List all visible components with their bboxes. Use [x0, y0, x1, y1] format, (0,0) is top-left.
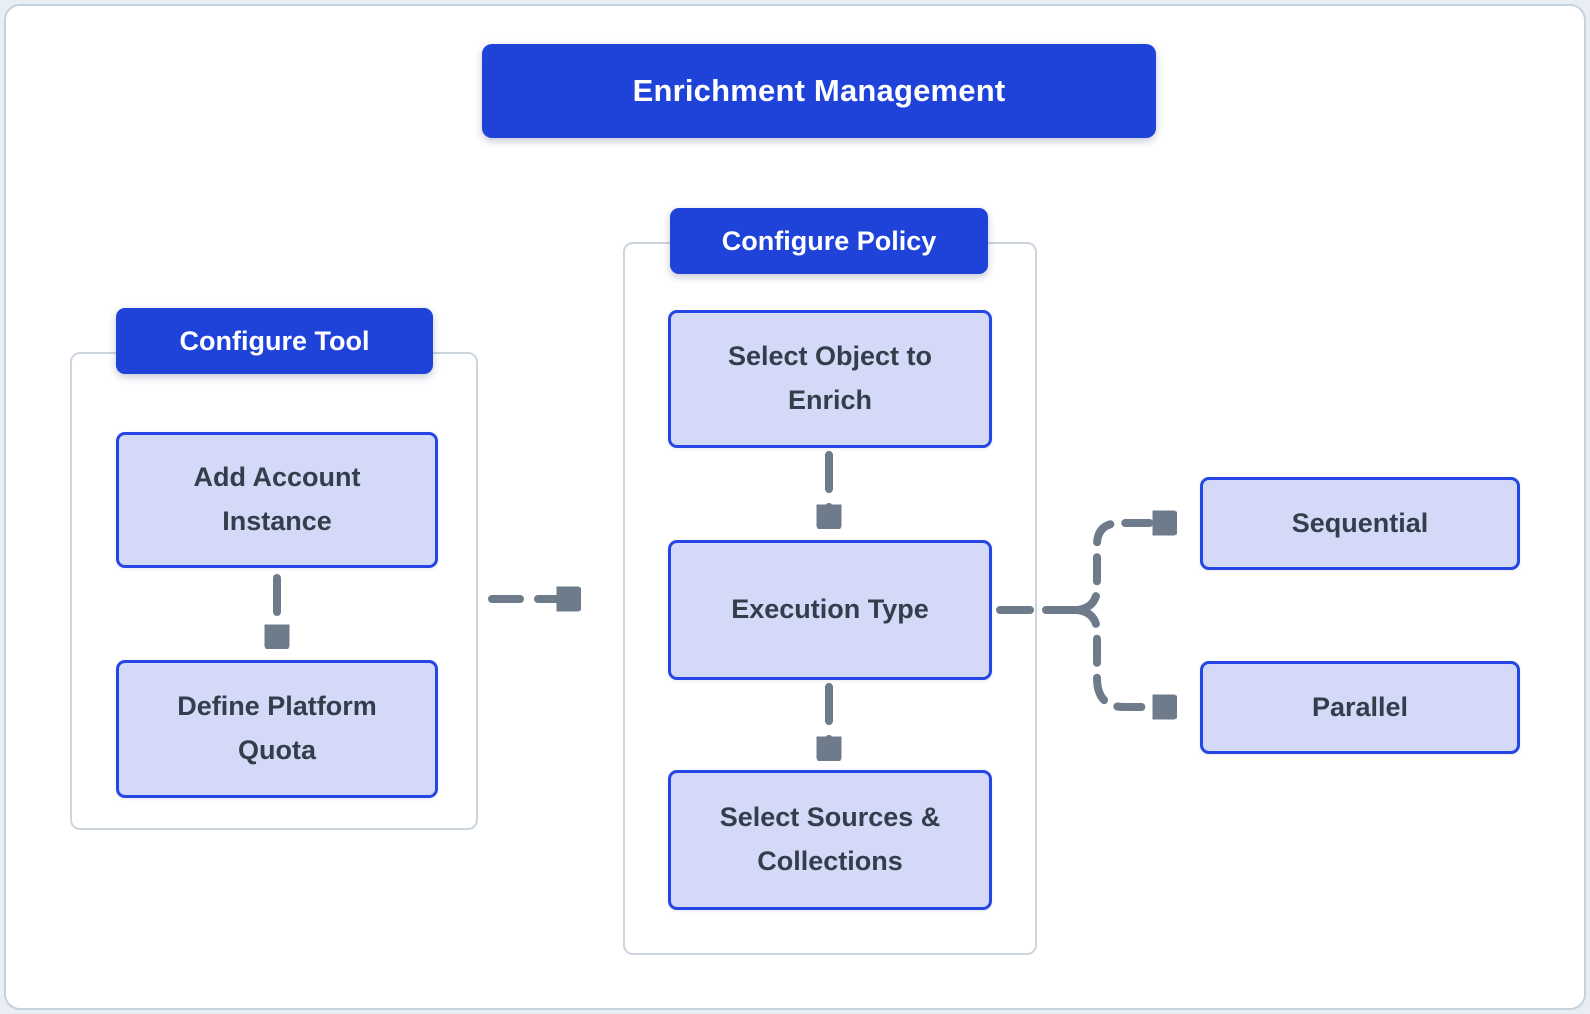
group-header-configure-policy: Configure Policy — [670, 208, 988, 274]
node-label: Parallel — [1311, 691, 1409, 722]
node-label: Sequential — [1291, 507, 1429, 538]
diagram-title: Enrichment Management — [632, 73, 1006, 108]
node-label: Define Platform Quota — [177, 691, 377, 765]
node-label: Select Sources & Collections — [719, 802, 941, 876]
diagram-title-banner: Enrichment Management — [482, 44, 1156, 138]
group-header-label: Configure Tool — [179, 325, 370, 356]
node-add-account-instance: Add Account Instance — [116, 432, 438, 568]
node-label: Select Object to Enrich — [727, 341, 933, 415]
group-header-configure-tool: Configure Tool — [116, 308, 433, 374]
node-select-object-to-enrich: Select Object to Enrich — [668, 310, 992, 448]
node-execution-type: Execution Type — [668, 540, 992, 680]
node-label: Execution Type — [731, 594, 929, 625]
group-header-label: Configure Policy — [721, 225, 937, 256]
node-label: Add Account Instance — [193, 462, 361, 536]
node-select-sources-collections: Select Sources & Collections — [668, 770, 992, 910]
node-sequential: Sequential — [1200, 477, 1520, 570]
node-define-platform-quota: Define Platform Quota — [116, 660, 438, 798]
node-parallel: Parallel — [1200, 661, 1520, 754]
